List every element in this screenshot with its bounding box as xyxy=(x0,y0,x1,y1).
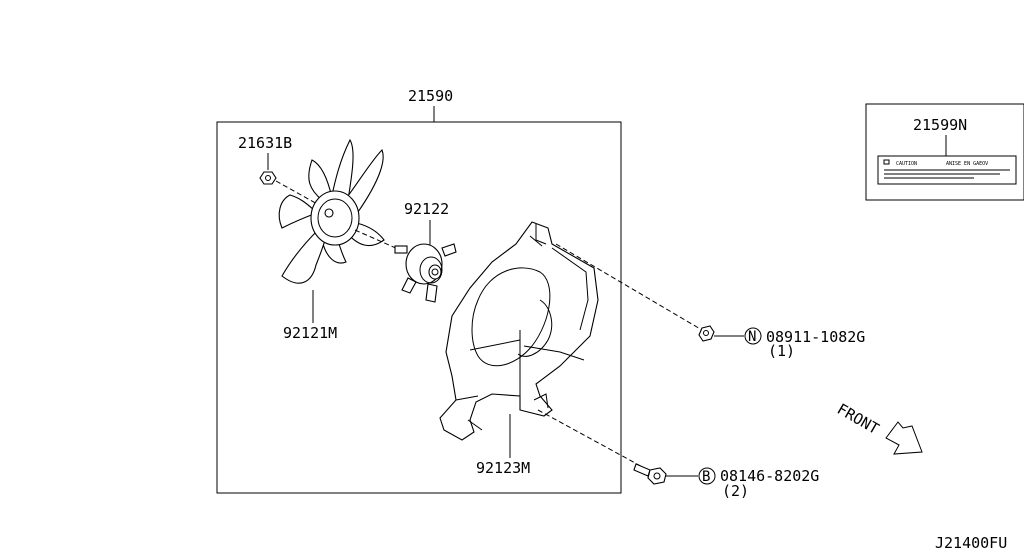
shroud-to-bolt-dash xyxy=(537,409,649,471)
part-label-caution-label[interactable]: 21599N xyxy=(913,116,967,134)
nut-prefix-circle xyxy=(744,327,762,345)
part-label-fan-motor[interactable]: 92122 xyxy=(404,200,449,218)
front-direction-label: FRONT xyxy=(834,400,882,438)
nut-prefix-letter: N xyxy=(748,329,756,345)
caution-label-plate: CAUTION ANISE EN GAEOV xyxy=(877,155,1017,185)
bolt-prefix-letter: B xyxy=(702,469,710,485)
label-plate-caution-text: CAUTION xyxy=(896,161,917,167)
label-plate-warning-text: ANISE EN GAEOV xyxy=(946,161,988,167)
bolt-prefix-circle xyxy=(698,467,716,485)
assembly-frame xyxy=(216,121,622,494)
part-label-assembly[interactable]: 21590 xyxy=(408,87,453,105)
diagram-code: J21400FU xyxy=(935,534,1007,552)
front-arrow-icon xyxy=(885,421,923,455)
hex-nut-icon xyxy=(698,325,715,342)
shroud-to-nut-dash xyxy=(555,243,703,331)
caution-label-frame xyxy=(865,103,1024,201)
part-label-shroud[interactable]: 92123M xyxy=(476,459,530,477)
fan-motor-icon xyxy=(394,243,457,303)
part-label-nut-fan[interactable]: 21631B xyxy=(238,134,292,152)
fan-shroud-icon xyxy=(439,221,599,441)
bolt-quantity: (2) xyxy=(722,482,749,500)
nut-quantity: (1) xyxy=(768,342,795,360)
bolt-icon xyxy=(633,463,667,485)
part-label-bolt-spec[interactable]: 08146-8202G xyxy=(720,467,819,485)
hex-nut-icon xyxy=(259,171,277,185)
part-label-nut-spec[interactable]: 08911-1082G xyxy=(766,328,865,346)
fan-blade-icon xyxy=(278,138,385,284)
part-label-fan-blade[interactable]: 92121M xyxy=(283,324,337,342)
